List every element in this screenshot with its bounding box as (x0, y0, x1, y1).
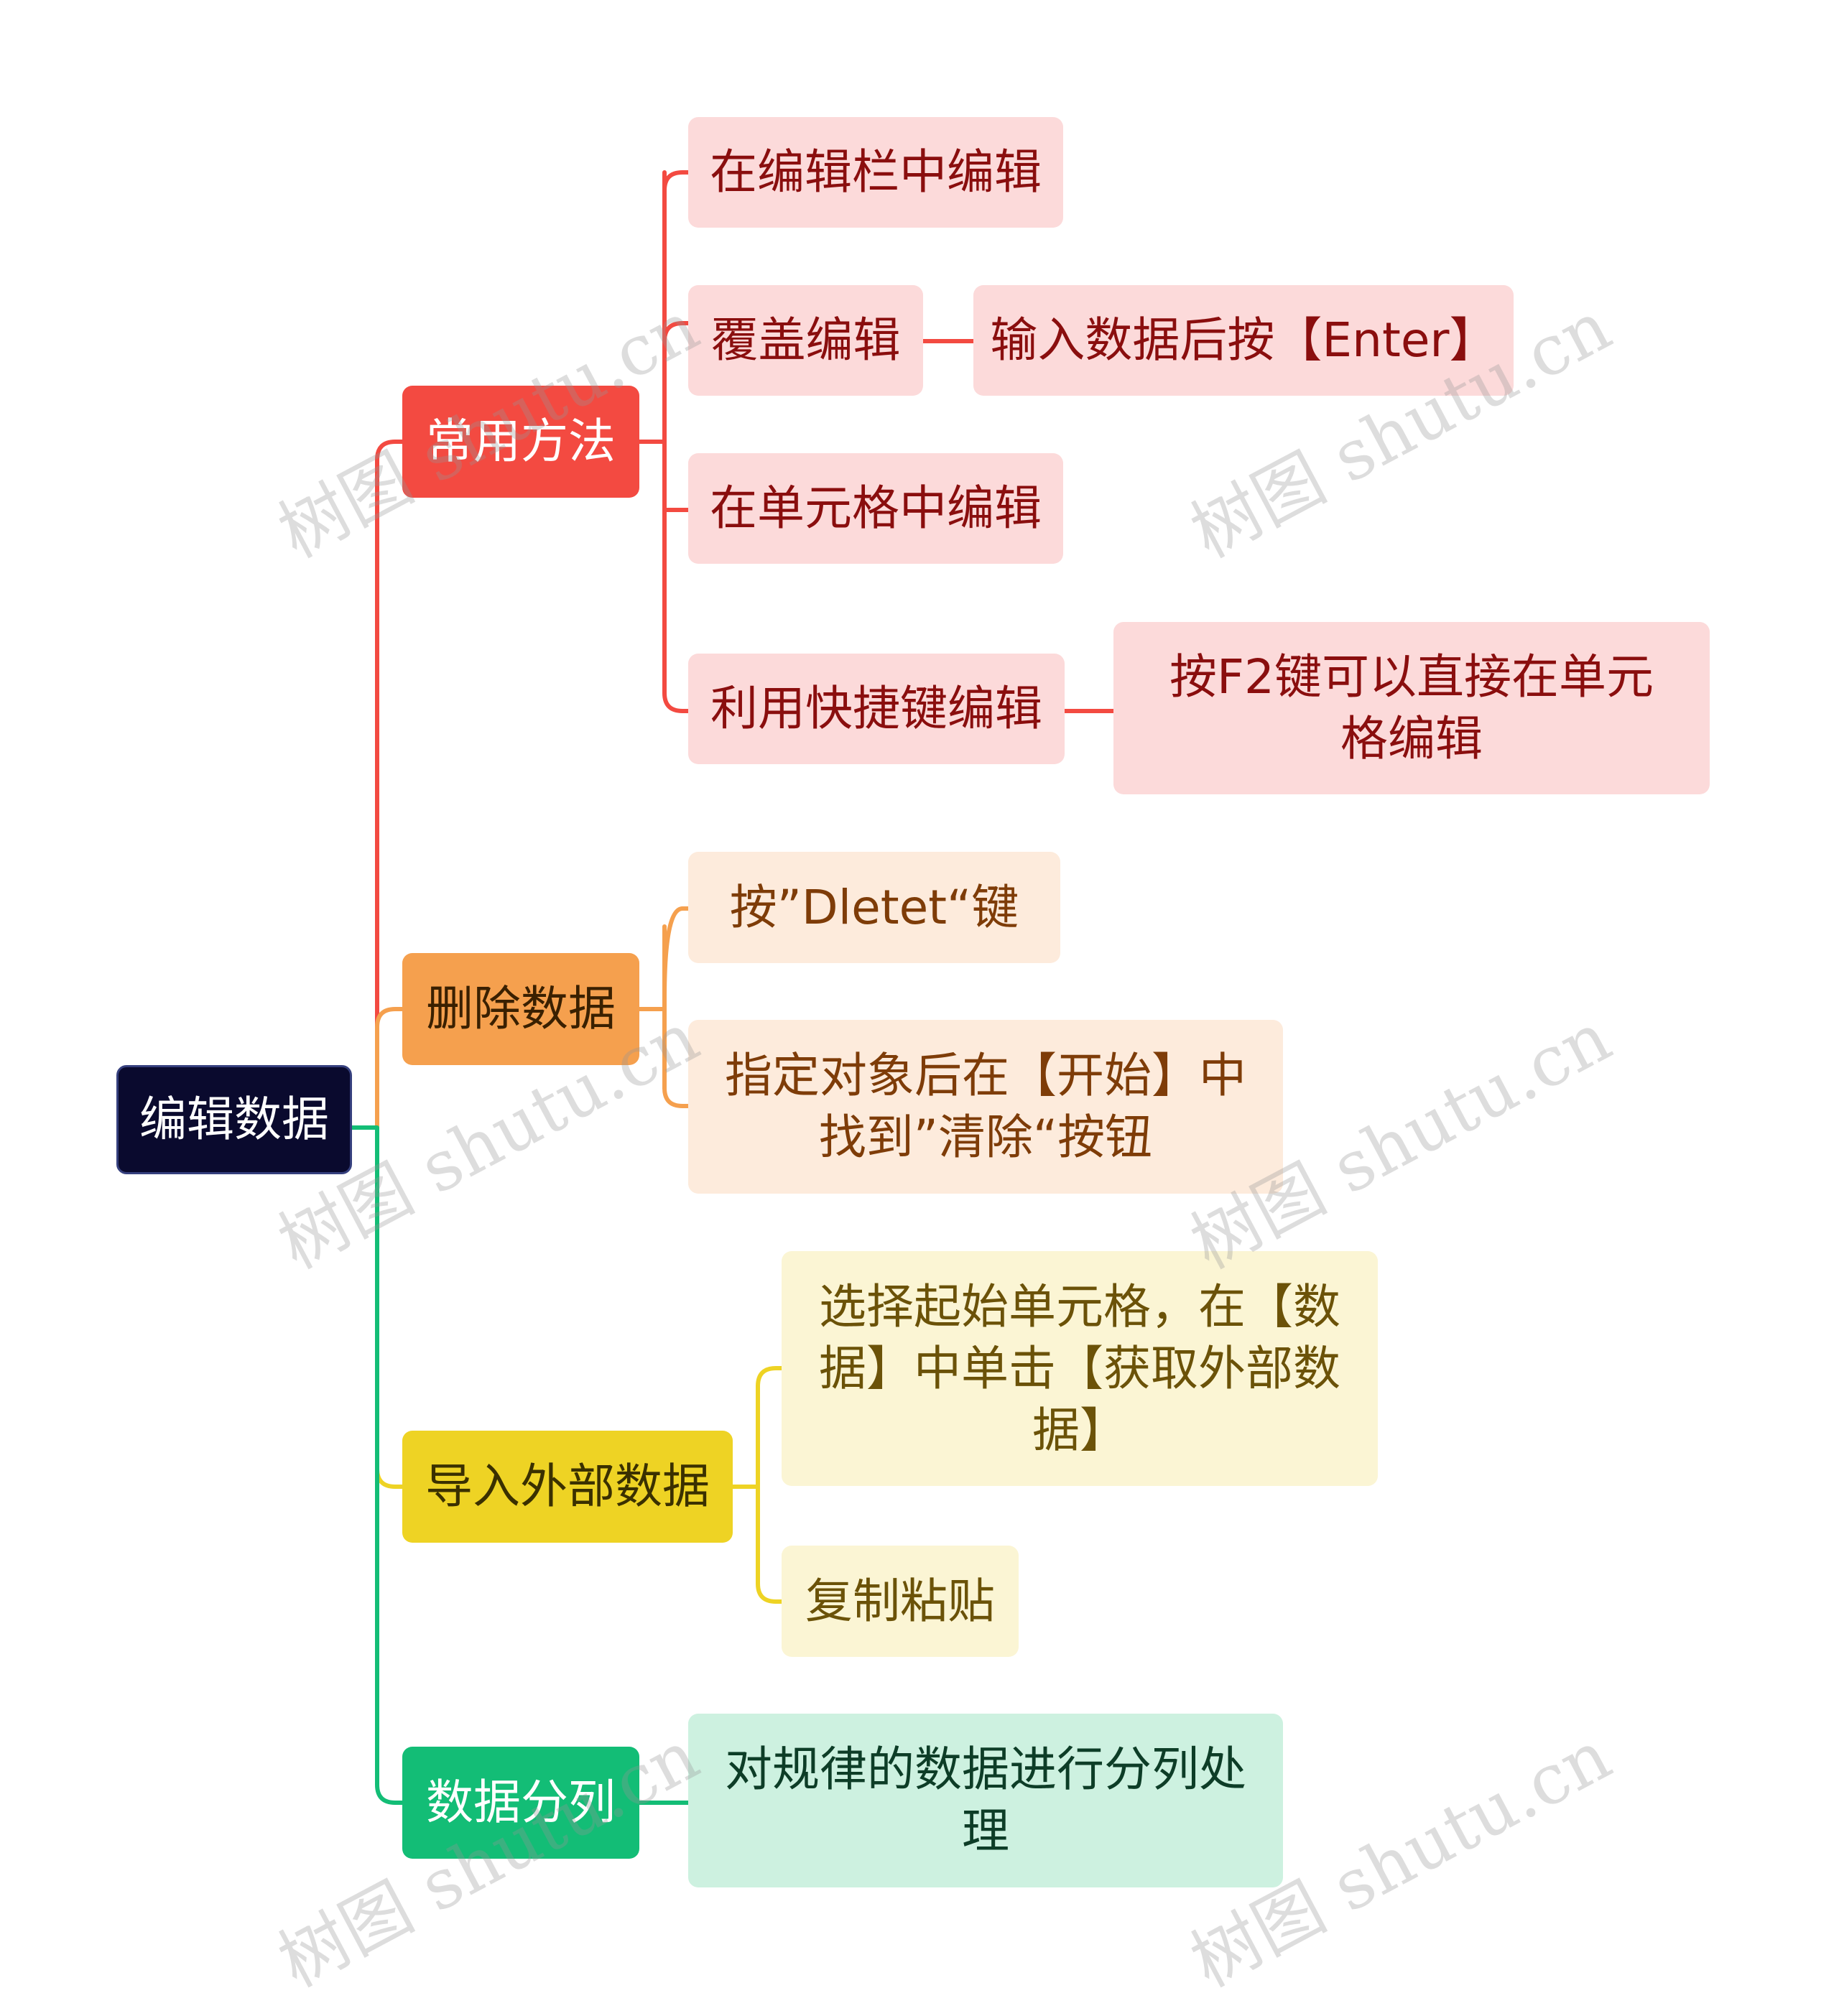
leaf-kuaijiejian-bianji[interactable]: 利用快捷键编辑 (688, 654, 1065, 764)
leaf-qingchu-anniu[interactable]: 指定对象后在【开始】中找到”清除“按钮 (688, 1020, 1283, 1194)
link-root-to-changyong (350, 440, 404, 1130)
leaf-fuzhi-zhantie[interactable]: 复制粘贴 (782, 1546, 1019, 1657)
leaf-shuru-enter[interactable]: 输入数据后按【Enter】 (973, 285, 1514, 396)
link-changyong-children (637, 170, 690, 713)
branch-changyong-fangfa[interactable]: 常用方法 (402, 386, 639, 498)
leaf-f2-bianji[interactable]: 按F2键可以直接在单元格编辑 (1113, 622, 1710, 794)
leaf-fenlie-chuli[interactable]: 对规律的数据进行分列处理 (688, 1714, 1283, 1887)
leaf-bianjilan-bianji[interactable]: 在编辑栏中编辑 (688, 117, 1063, 228)
branch-shuju-fenlie[interactable]: 数据分列 (402, 1747, 639, 1859)
leaf-fugai-bianji[interactable]: 覆盖编辑 (688, 285, 923, 396)
link-root-to-fenlie (350, 1125, 404, 1805)
leaf-an-dletet-jian[interactable]: 按”Dletet“键 (688, 852, 1060, 963)
leaf-huoqu-waibu-shuju[interactable]: 选择起始单元格，在【数据】中单击【获取外部数据】 (782, 1251, 1378, 1486)
branch-shanchu-shuju[interactable]: 删除数据 (402, 953, 639, 1065)
branch-daoru-waibu-shuju[interactable]: 导入外部数据 (402, 1431, 733, 1543)
leaf-danyuange-bianji[interactable]: 在单元格中编辑 (688, 453, 1063, 564)
root-node[interactable]: 编辑数据 (116, 1065, 352, 1174)
link-root-to-shanchu (375, 1007, 404, 1130)
link-root-to-daoru (375, 1125, 404, 1489)
